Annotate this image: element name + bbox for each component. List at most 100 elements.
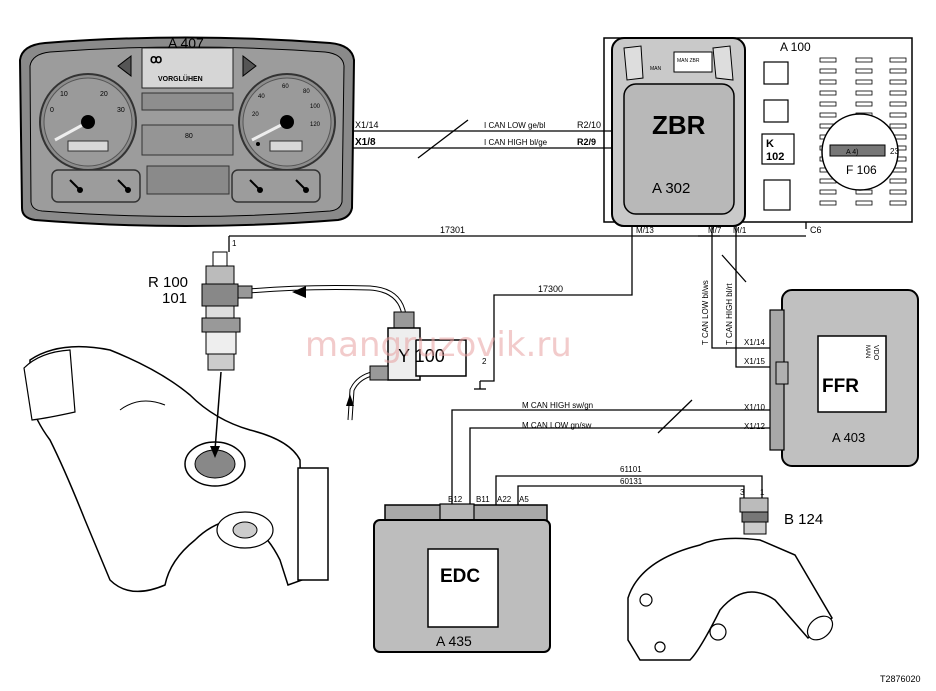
m-can-bus: M CAN HIGH sw/gn M CAN LOW gn/sw X1/10 X… bbox=[451, 399, 770, 505]
zbr-chip-text: MAN ZBR bbox=[677, 58, 700, 64]
wire-17301: 17301 bbox=[440, 225, 465, 235]
instrument-cluster: 0 10 20 30 20 40 60 80 100 120 ꝏ VORGLÜH… bbox=[18, 35, 356, 227]
glow-sensor-ref1: R 100 bbox=[148, 274, 188, 291]
pin-m13: M/13 bbox=[636, 226, 654, 235]
coolant-temp-sensor: B 124 bbox=[739, 497, 823, 535]
pin-3-label: 3 bbox=[740, 488, 745, 497]
glow-wires: 1 17301 M/13 M/7 M/1 C6 17300 2 bbox=[228, 225, 822, 390]
i-can-low-label: I CAN LOW ge/bl bbox=[484, 121, 546, 130]
pin-m7: M/7 bbox=[708, 226, 722, 235]
pin-x1-8: X1/8 bbox=[355, 137, 376, 148]
zbr-name: ZBR bbox=[652, 110, 706, 140]
zbr-chip bbox=[673, 51, 713, 73]
solenoid-ref: Y 100 bbox=[398, 346, 445, 366]
pin-c6: C6 bbox=[810, 225, 822, 235]
speed-tick: 10 bbox=[60, 91, 68, 98]
i-can-bus: X1/14 X1/8 I CAN LOW ge/bl I CAN HIGH bl… bbox=[352, 119, 612, 159]
fuse-slot bbox=[819, 57, 837, 63]
fuse-slot bbox=[889, 101, 907, 107]
speed-tick: 20 bbox=[100, 91, 108, 98]
ffr-pin-x1-14: X1/14 bbox=[744, 338, 765, 347]
t-can-high-label: T CAN HIGH bl/rt bbox=[725, 283, 734, 345]
wire-61101: 61101 bbox=[620, 465, 642, 474]
speed-tick: 0 bbox=[50, 107, 54, 114]
fuse-slot bbox=[855, 200, 873, 206]
rpm-tick: 40 bbox=[258, 94, 265, 100]
ffr-pin-x1-15: X1/15 bbox=[744, 357, 765, 366]
center-display bbox=[141, 124, 234, 156]
rpm-tick: 120 bbox=[310, 122, 321, 128]
fuse-slot bbox=[819, 189, 837, 195]
pin-x1-14: X1/14 bbox=[355, 120, 379, 130]
t-can-low-label: T CAN LOW bl/ws bbox=[701, 280, 710, 345]
rpm-tick: 20 bbox=[252, 112, 259, 118]
ffr-module-text: VDO bbox=[872, 345, 879, 361]
pin-2-label: 2 bbox=[482, 357, 487, 366]
wire-60131: 60131 bbox=[620, 477, 643, 486]
edc-name: EDC bbox=[440, 566, 480, 587]
fuse-slot bbox=[819, 90, 837, 96]
fuse-slot bbox=[889, 189, 907, 195]
fuse-slot bbox=[855, 90, 873, 96]
solenoid-valve: Y 100 bbox=[237, 285, 467, 421]
ffr-module-text2: MAN bbox=[864, 345, 870, 358]
rpm-tick: 100 bbox=[310, 104, 321, 110]
wire-17300: 17300 bbox=[538, 284, 563, 294]
edc-ref: A 435 bbox=[436, 633, 472, 649]
fuse-slot bbox=[855, 101, 873, 107]
glow-temp-sensor: R 100 101 bbox=[148, 251, 241, 458]
fuse-slot bbox=[889, 68, 907, 74]
pin-1b-label: 1 bbox=[760, 488, 765, 497]
zbr-ref: A 302 bbox=[652, 180, 690, 197]
i-can-high-label: I CAN HIGH bl/ge bbox=[484, 138, 548, 147]
fuse-f106 bbox=[829, 144, 886, 157]
watermark: mangruzovik.ru bbox=[305, 325, 572, 365]
fuse-slot bbox=[889, 90, 907, 96]
right-turn-arrow-icon bbox=[242, 54, 257, 78]
coolant-pipe bbox=[627, 537, 834, 661]
temp-sensor-wires: 61101 60131 3 1 bbox=[495, 465, 765, 505]
fuse-slot bbox=[889, 79, 907, 85]
fuse-slot bbox=[889, 57, 907, 63]
edc-pin-a22: A22 bbox=[497, 495, 512, 504]
fuse-slot bbox=[889, 123, 907, 129]
fuse-slot bbox=[819, 79, 837, 85]
relay-k-label: K bbox=[766, 138, 774, 150]
speedometer-gauge: 0 10 20 30 bbox=[39, 73, 137, 171]
fuse-slot bbox=[855, 79, 873, 85]
fuse-slot bbox=[889, 200, 907, 206]
zbr-brand: MAN bbox=[650, 66, 662, 72]
left-turn-arrow-icon bbox=[117, 54, 132, 78]
rpm-tick: 80 bbox=[303, 89, 310, 95]
t-can-bus: T CAN LOW bl/ws T CAN HIGH bl/rt X1/14 X… bbox=[698, 226, 770, 368]
intake-manifold bbox=[23, 345, 329, 593]
fuse-slot bbox=[819, 68, 837, 74]
fuel-gauge bbox=[51, 169, 141, 203]
fuse-slot bbox=[889, 112, 907, 118]
ffr-module: FFR VDO MAN A 403 bbox=[769, 289, 919, 467]
edc-pin-a5: A5 bbox=[519, 495, 529, 504]
ffr-pin-x1-12: X1/12 bbox=[744, 422, 765, 431]
center-display-number: 80 bbox=[185, 133, 193, 140]
fuse-slot bbox=[855, 57, 873, 63]
fuse-slot bbox=[819, 112, 837, 118]
rpm-tick: 60 bbox=[282, 84, 289, 90]
preglow-warning-text: VORGLÜHEN bbox=[158, 74, 203, 83]
speed-tick: 30 bbox=[117, 107, 125, 114]
fuse-slot bbox=[889, 178, 907, 184]
fuse-pin-label: 23 bbox=[890, 147, 899, 156]
ffr-pin-x1-10: X1/10 bbox=[744, 403, 765, 412]
warning-display bbox=[141, 47, 234, 89]
temp-gauge bbox=[231, 169, 321, 203]
ffr-name: FFR bbox=[822, 376, 859, 397]
figure-code: T2876020 bbox=[880, 674, 921, 684]
fuse-slot bbox=[819, 200, 837, 206]
zbr-module: MAN ZBR MAN ZBR A 302 bbox=[611, 37, 746, 227]
glow-sensor-ref2: 101 bbox=[162, 290, 187, 307]
ffr-ref: A 403 bbox=[832, 430, 865, 445]
pin-1-label: 1 bbox=[232, 239, 237, 248]
relay-k102 bbox=[761, 133, 795, 165]
pin-r2-10: R2/10 bbox=[577, 120, 601, 130]
relay-number-label: 102 bbox=[766, 151, 784, 163]
